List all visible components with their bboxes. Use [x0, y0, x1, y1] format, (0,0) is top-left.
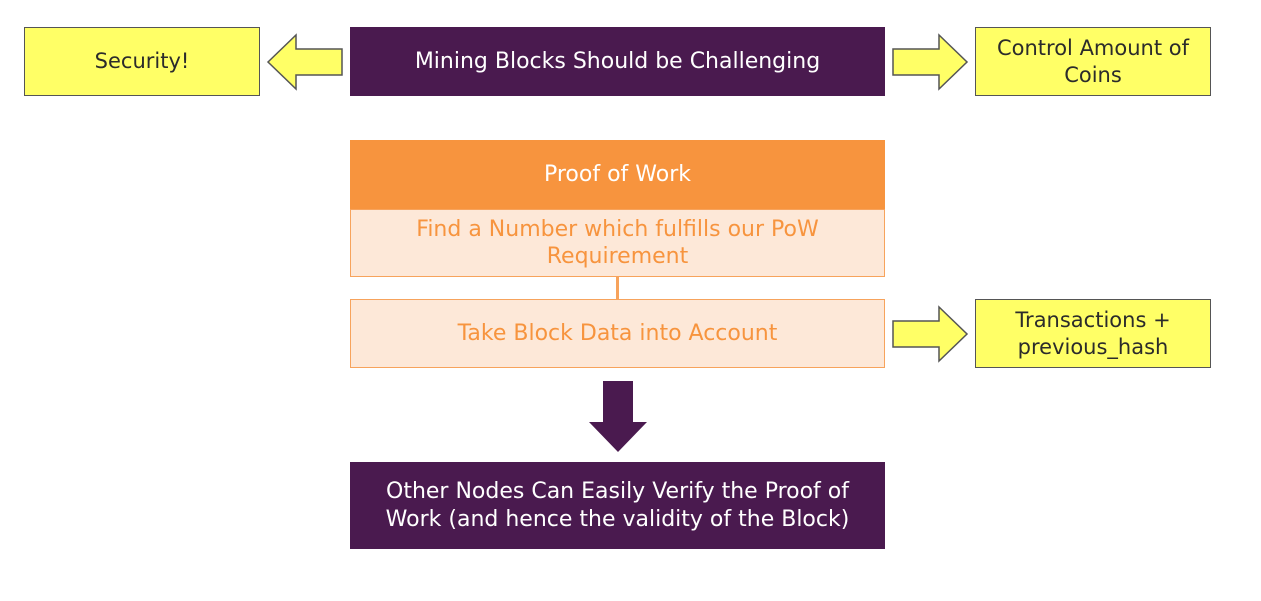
down-arrow-icon — [589, 381, 647, 452]
proof-of-work-header: Proof of Work — [350, 140, 885, 209]
block-data-box: Take Block Data into Account — [350, 299, 885, 368]
right-arrow-icon — [892, 305, 969, 363]
control-coins-box: Control Amount of Coins — [975, 27, 1211, 96]
find-number-box: Find a Number which fulfills our PoW Req… — [350, 209, 885, 277]
find-number-label: Find a Number which fulfills our PoW Req… — [416, 216, 819, 270]
control-coins-label: Control Amount of Coins — [996, 36, 1190, 87]
left-arrow-icon — [266, 33, 343, 91]
connector-line — [616, 277, 619, 299]
block-data-label: Take Block Data into Account — [457, 320, 778, 346]
mining-challenging-label: Mining Blocks Should be Challenging — [414, 48, 821, 74]
security-label: Security! — [94, 49, 190, 74]
transactions-box: Transactions + previous_hash — [975, 299, 1211, 368]
right-arrow-icon — [892, 33, 969, 91]
security-box: Security! — [24, 27, 260, 96]
proof-of-work-label: Proof of Work — [543, 161, 691, 187]
verify-proof-box: Other Nodes Can Easily Verify the Proof … — [350, 462, 885, 549]
transactions-label: Transactions + previous_hash — [1015, 308, 1171, 359]
verify-proof-label: Other Nodes Can Easily Verify the Proof … — [385, 479, 850, 532]
mining-challenging-box: Mining Blocks Should be Challenging — [350, 27, 885, 96]
